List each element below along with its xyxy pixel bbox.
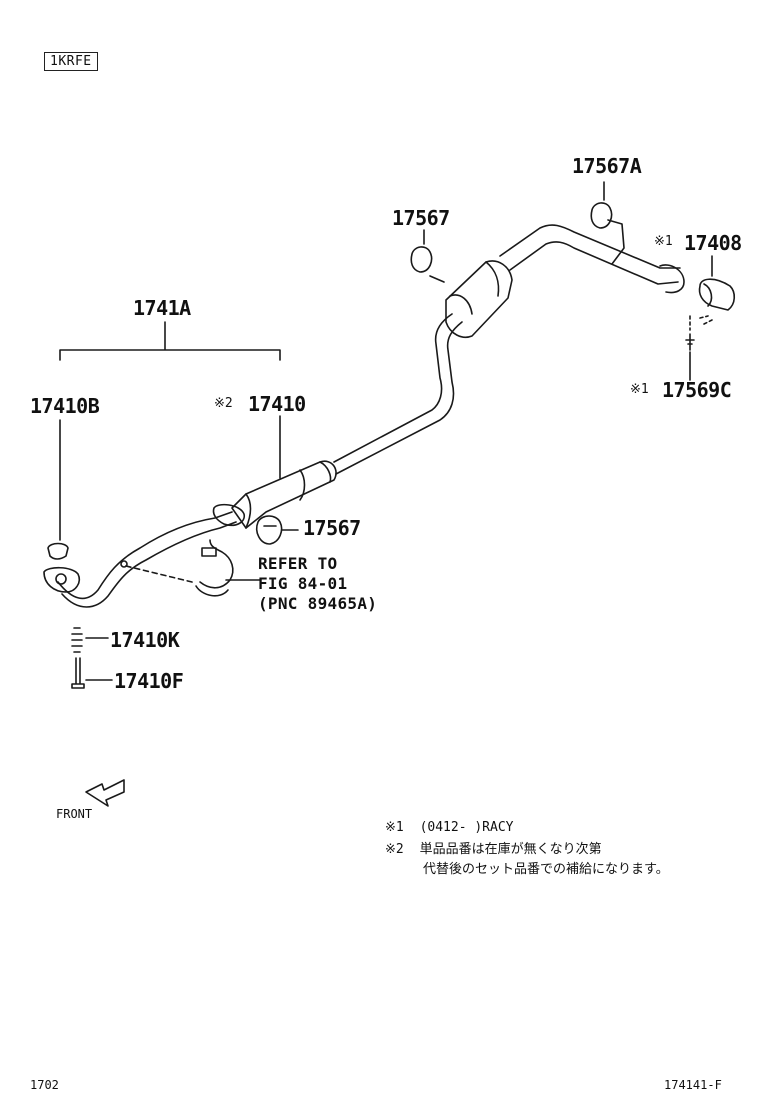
front-label: FRONT — [56, 807, 93, 821]
o2-sensor-wire — [199, 539, 234, 589]
engine-code-box: 1KRFE — [44, 52, 98, 71]
hanger-rubber-17567A — [590, 202, 613, 229]
part-number-17408[interactable]: 17408 — [684, 231, 742, 255]
part-number-17567-lower[interactable]: 17567 — [303, 516, 361, 540]
gasket-17410B — [47, 542, 69, 560]
screw-17569C — [685, 333, 695, 351]
front-pipe — [57, 511, 233, 600]
note-mark-1-b: ※1 — [630, 382, 649, 397]
tail-pipe — [499, 224, 681, 269]
center-pipe — [333, 313, 453, 463]
hanger-rubber-upper — [410, 246, 433, 273]
front-arrow — [85, 779, 125, 807]
o2-connector — [201, 547, 217, 557]
part-number-1741A[interactable]: 1741A — [133, 296, 191, 320]
note-2-line-2: 代替後のセット品番での補給になります。 — [423, 862, 669, 877]
part-number-17569C[interactable]: 17569C — [662, 378, 732, 402]
part-number-17410B[interactable]: 17410B — [30, 394, 100, 418]
rear-muffler — [445, 260, 513, 338]
tail-cutter — [698, 278, 736, 311]
note-1-mark: ※1 — [385, 820, 404, 835]
refer-line-1: REFER TO — [258, 554, 338, 573]
tail-tip — [659, 264, 685, 294]
hanger-rubber-lower — [255, 515, 283, 545]
refer-note[interactable]: REFER TO FIG 84-01 (PNC 89465A) — [258, 554, 377, 614]
part-number-17410K[interactable]: 17410K — [110, 628, 180, 652]
footer-left-code: 1702 — [30, 1078, 59, 1092]
part-number-17567-upper[interactable]: 17567 — [392, 206, 450, 230]
refer-line-3: (PNC 89465A) — [258, 594, 378, 613]
note-2: ※2 単品品番は在庫が無くなり次第 — [385, 840, 602, 860]
note-2-mark: ※2 — [385, 842, 404, 857]
part-number-17410F[interactable]: 17410F — [114, 669, 184, 693]
note-mark-2: ※2 — [214, 396, 233, 411]
refer-line-2: FIG 84-01 — [258, 574, 348, 593]
note-2-line-1: 単品品番は在庫が無くなり次第 — [419, 842, 602, 857]
note-mark-1-a: ※1 — [654, 234, 673, 249]
bracket-1741A — [59, 321, 281, 361]
note-1: ※1 (0412- )RACY — [385, 818, 513, 838]
front-flange — [43, 566, 81, 593]
footer-right-code: 174141-F — [664, 1078, 722, 1092]
bolt-17410F — [71, 657, 85, 689]
part-number-17567A[interactable]: 17567A — [572, 154, 642, 178]
note-1-text: (0412- )RACY — [419, 820, 514, 835]
part-number-17410[interactable]: 17410 — [248, 392, 306, 416]
spring-17410K — [71, 627, 83, 653]
